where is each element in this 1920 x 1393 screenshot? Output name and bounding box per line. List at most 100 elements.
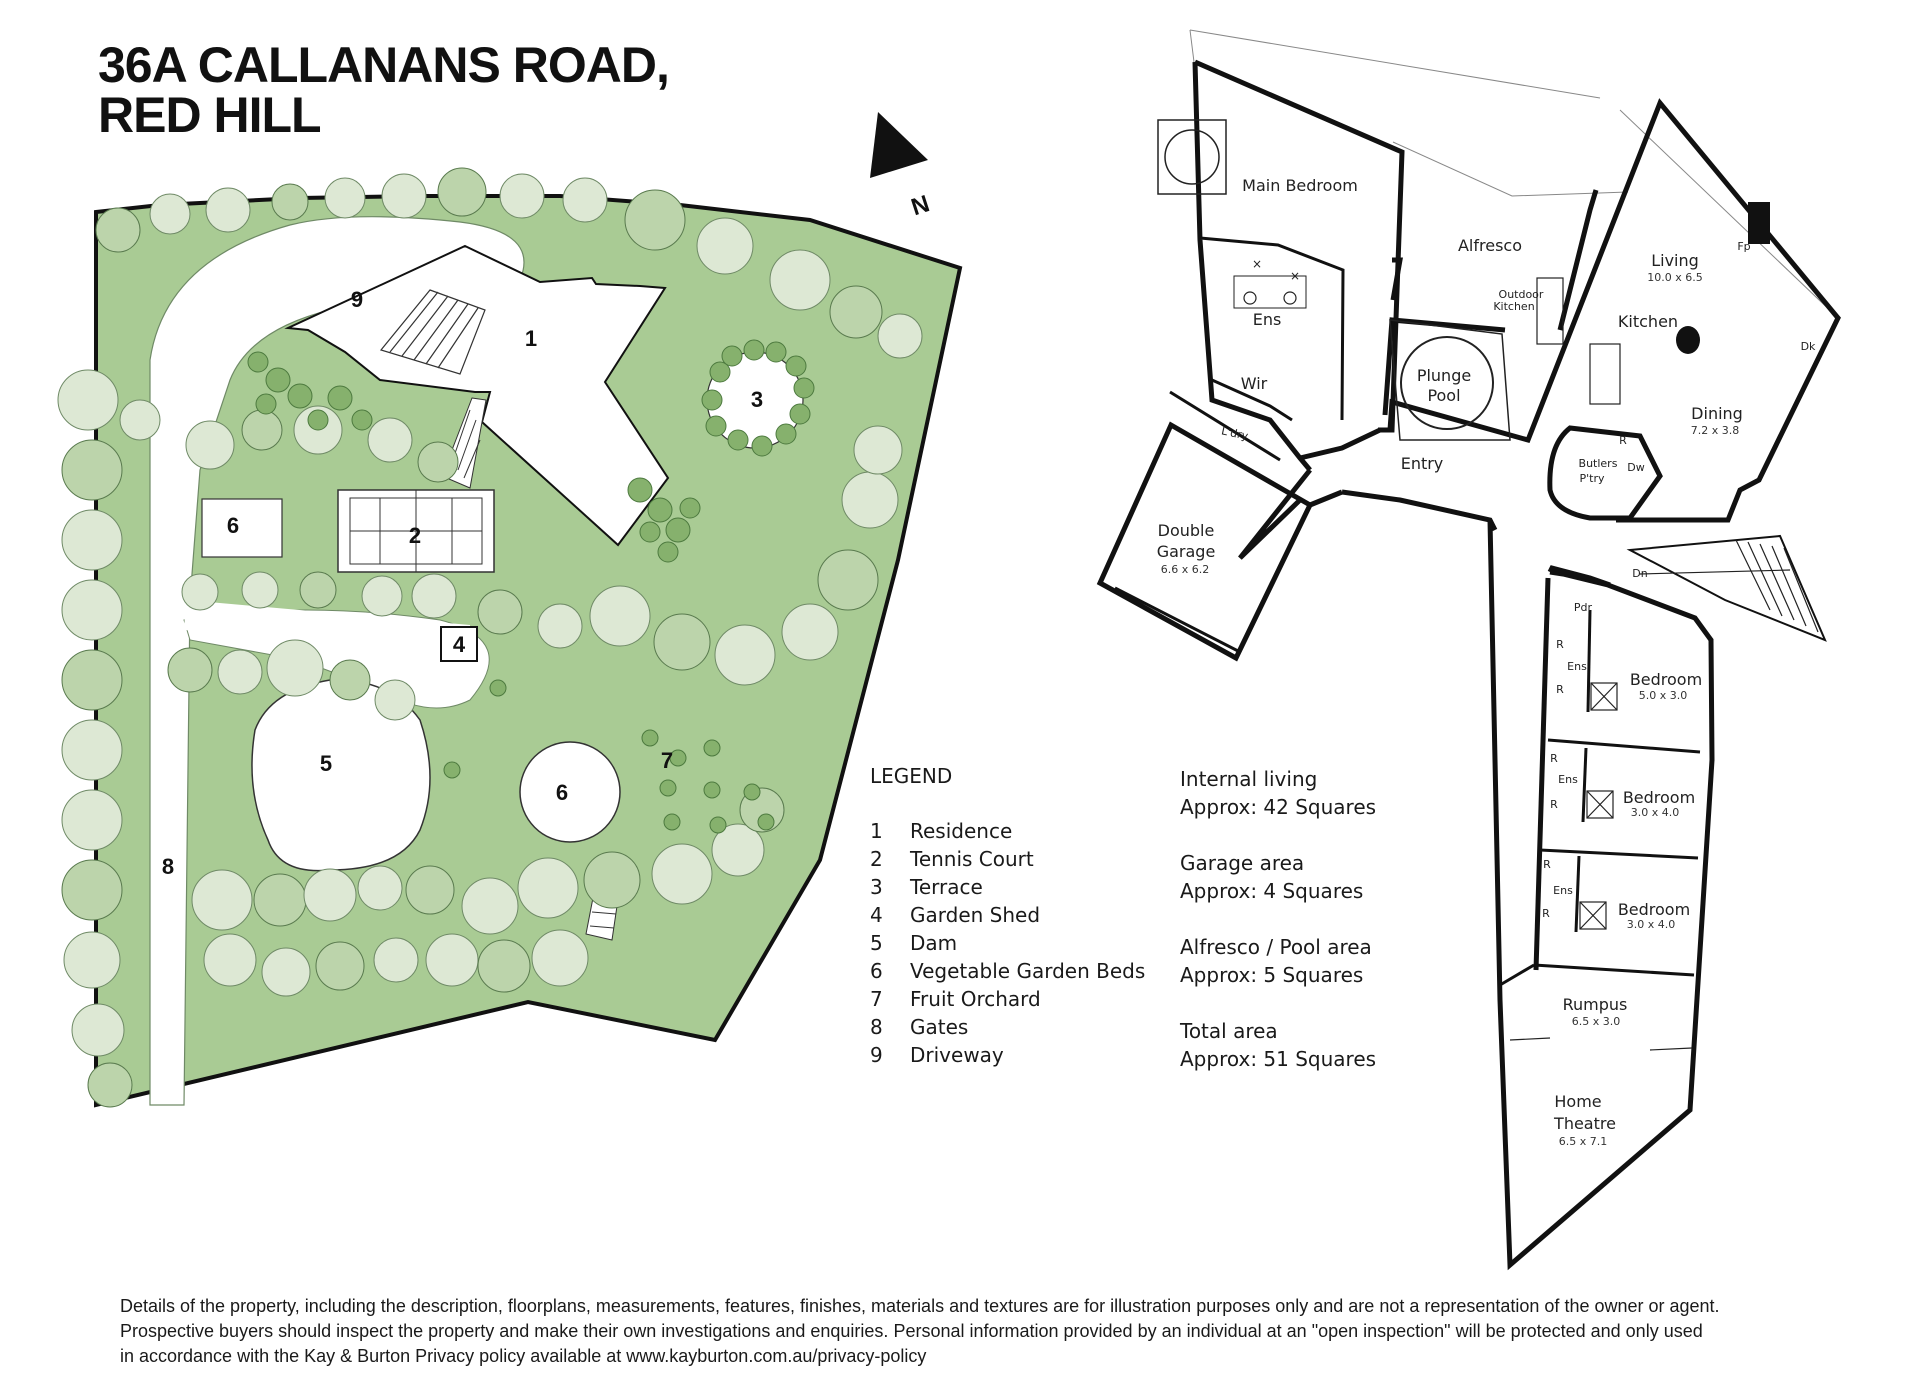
room-dining: Dining — [1691, 404, 1743, 423]
tree-canopy — [405, 865, 455, 915]
tree-canopy — [781, 603, 839, 661]
tree-canopy — [589, 585, 651, 647]
room-dishwasher: Dw — [1627, 461, 1644, 474]
legend-item-number: 2 — [870, 847, 883, 871]
shrub — [247, 351, 269, 373]
tree-canopy — [853, 425, 903, 475]
shrub — [669, 749, 687, 767]
area-value: Approx: 5 Squares — [1180, 963, 1363, 987]
legend-item-label: Fruit Orchard — [910, 987, 1041, 1011]
room-double-garage-dim: 6.6 x 6.2 — [1161, 563, 1210, 576]
garden-shed — [440, 626, 478, 662]
shrub — [703, 781, 721, 799]
tree-canopy — [769, 249, 831, 311]
site-plan: 1 2 3 4 5 6 6 7 8 9 — [57, 167, 963, 1108]
robe-label: R — [1543, 858, 1551, 871]
tree-canopy — [87, 1062, 133, 1108]
svg-text:×: × — [1252, 257, 1262, 271]
robe-label: R — [1556, 683, 1564, 696]
tree-canopy — [653, 613, 711, 671]
tree-canopy — [205, 187, 251, 233]
tree-canopy — [817, 549, 879, 611]
room-pantry-robe: R — [1619, 434, 1627, 447]
room-home-theatre-2: Theatre — [1553, 1114, 1616, 1133]
shrub — [647, 497, 673, 523]
room-outdoor-kitchen-1: Outdoor — [1499, 288, 1544, 301]
tree-canopy — [329, 659, 371, 701]
legend-item-label: Terrace — [909, 875, 983, 899]
tree-canopy — [324, 177, 366, 219]
tree-canopy — [411, 573, 457, 619]
room-laundry: L'dry — [1220, 424, 1250, 442]
driveway — [149, 216, 525, 1106]
area-value: Approx: 4 Squares — [1180, 879, 1363, 903]
legend-item-number: 5 — [870, 931, 883, 955]
ensuite-fixtures: × × — [1233, 257, 1307, 309]
legend-item-label: Gates — [910, 1015, 968, 1039]
tree-canopy — [303, 868, 357, 922]
residence-deck — [379, 289, 486, 375]
room-main-bedroom: Main Bedroom — [1242, 176, 1358, 195]
legend-item-number: 9 — [870, 1043, 883, 1067]
room-rumpus: Rumpus — [1563, 995, 1628, 1014]
shrub — [659, 779, 677, 797]
tree-canopy — [425, 933, 479, 987]
tree-canopy — [651, 843, 713, 905]
shrub — [307, 409, 329, 431]
shrub — [743, 783, 761, 801]
legend-item-label: Driveway — [910, 1043, 1004, 1067]
tree-canopy — [241, 571, 279, 609]
tree-canopy — [381, 173, 427, 219]
area-label: Alfresco / Pool area — [1180, 935, 1372, 959]
shrub — [255, 393, 277, 415]
room-kitchen: Kitchen — [1618, 312, 1678, 331]
shrub — [703, 739, 721, 757]
legend-item-number: 3 — [870, 875, 883, 899]
shrub — [775, 423, 797, 445]
room-living-dim: 10.0 x 6.5 — [1647, 271, 1703, 284]
robe-label: R — [1550, 752, 1558, 765]
shrub — [657, 541, 679, 563]
legend-item-label: Vegetable Garden Beds — [910, 959, 1145, 983]
tennis-court — [337, 489, 495, 573]
vegetable-garden-bed-1 — [201, 498, 283, 558]
shrub — [757, 813, 775, 831]
shower-fixtures — [1579, 682, 1618, 930]
shrub — [793, 377, 815, 399]
room-main-ensuite: Ens — [1253, 310, 1282, 329]
room-powder: Pdr — [1574, 601, 1593, 614]
shrub — [751, 435, 773, 457]
shrub — [265, 367, 291, 393]
tree-canopy — [417, 441, 459, 483]
tree-canopy — [624, 189, 686, 251]
tree-canopy — [315, 941, 365, 991]
tree-canopy — [217, 649, 263, 695]
tree-canopy — [299, 571, 337, 609]
shrub — [641, 729, 659, 747]
area-label: Garage area — [1180, 851, 1304, 875]
tree-canopy — [461, 877, 519, 935]
disclaimer-line-1: Details of the property, including the d… — [120, 1296, 1720, 1316]
tree-canopy — [373, 937, 419, 983]
robe-label: R — [1550, 798, 1558, 811]
room-rumpus-dim: 6.5 x 3.0 — [1572, 1015, 1621, 1028]
tree-canopy — [61, 789, 123, 851]
north-label: N — [908, 190, 933, 221]
shrub — [639, 521, 661, 543]
room-bedroom-3-dim: 3.0 x 4.0 — [1627, 918, 1676, 931]
tree-canopy — [477, 939, 531, 993]
tree-canopy — [203, 933, 257, 987]
area-value: Approx: 42 Squares — [1180, 795, 1376, 819]
site-label-driveway: 9 — [351, 287, 363, 312]
tree-canopy — [71, 1003, 125, 1057]
shrub — [443, 761, 461, 779]
legend-item-number: 7 — [870, 987, 883, 1011]
plunge-pool — [1389, 319, 1511, 441]
tree-canopy — [261, 947, 311, 997]
legend-item-number: 4 — [870, 903, 883, 927]
legend-item-number: 1 — [870, 819, 883, 843]
tree-canopy — [57, 369, 119, 431]
tree-canopy — [696, 217, 754, 275]
shrub — [705, 415, 727, 437]
tree-canopy — [167, 647, 213, 693]
